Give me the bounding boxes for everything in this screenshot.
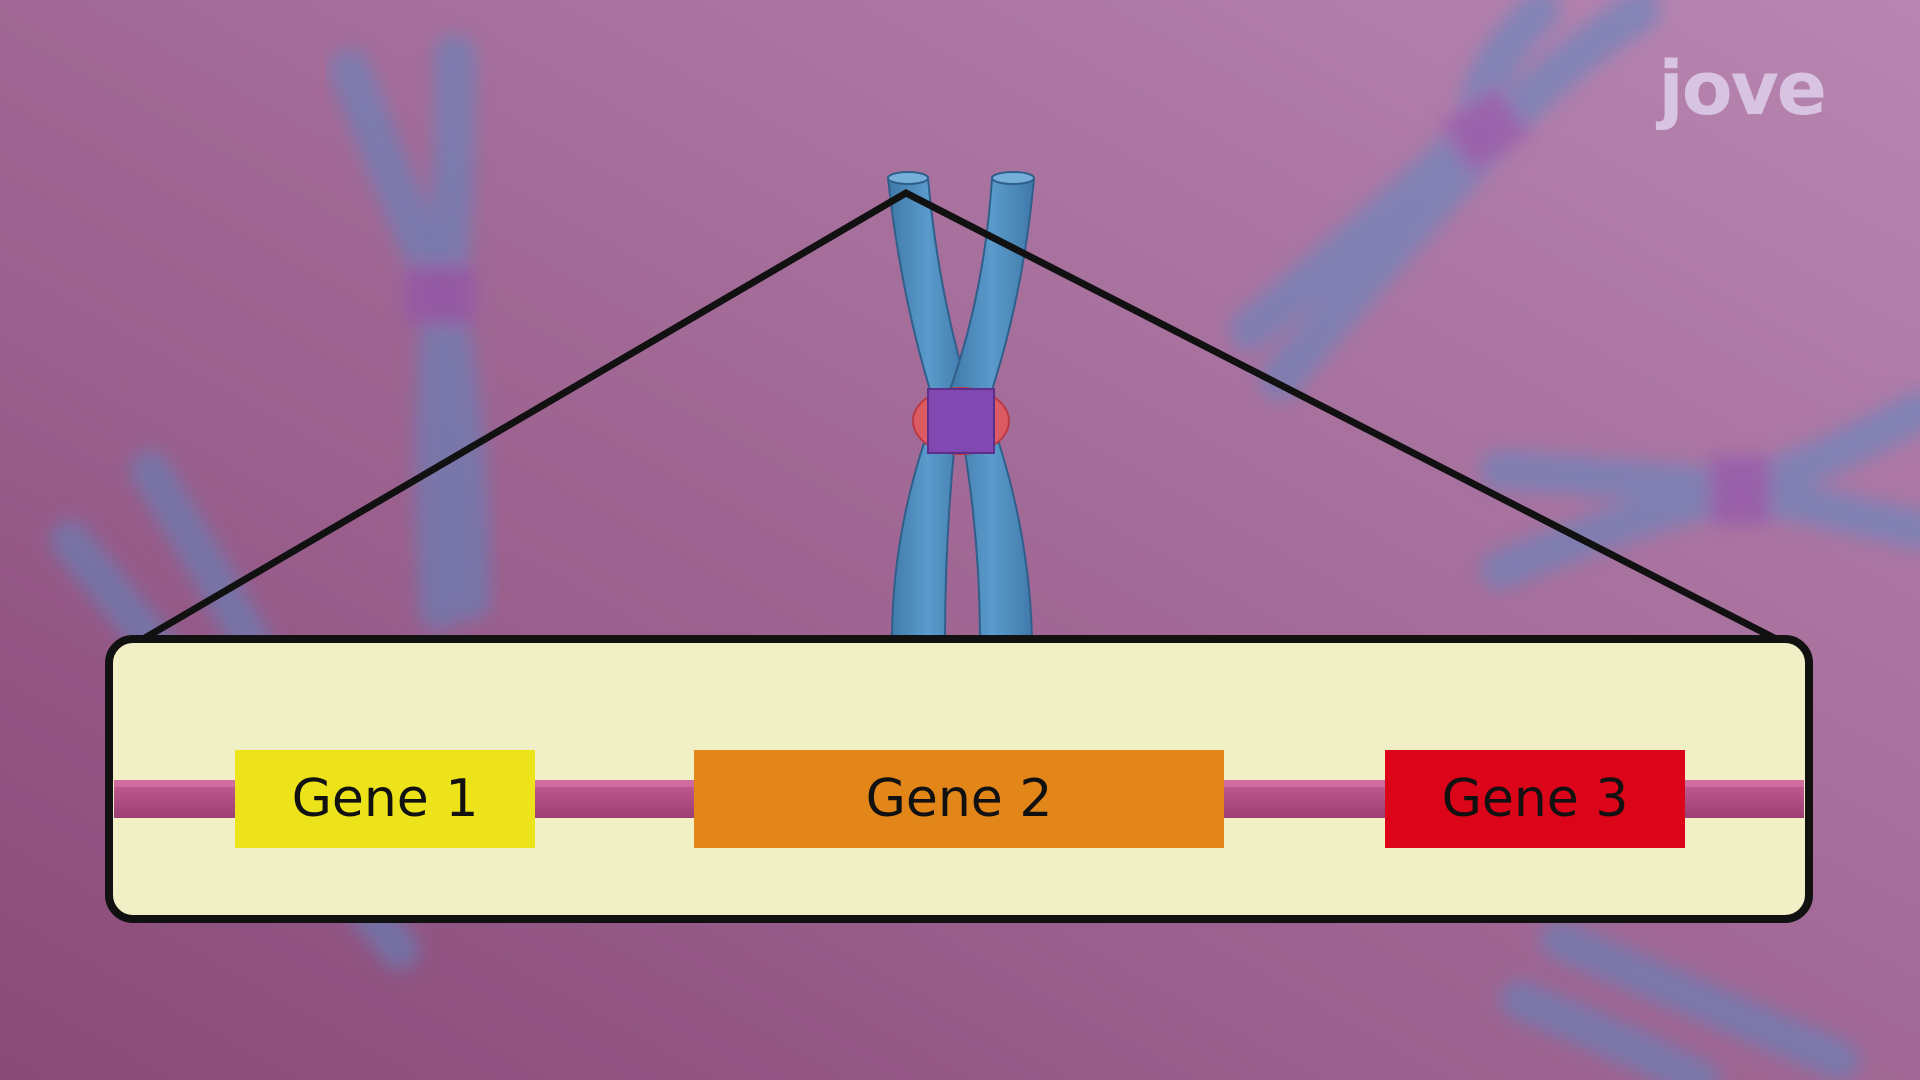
chromatid-left-cap xyxy=(887,171,929,185)
background-chromosome-top-right xyxy=(1229,0,1661,401)
zoom-lines xyxy=(136,189,1784,646)
gene-2-box xyxy=(694,750,1224,848)
background-chromosome-left xyxy=(329,34,491,631)
background-chromosome-bottom-right xyxy=(1500,920,1860,1080)
jove-logo: jove xyxy=(1658,46,1827,132)
chromatid-right-cap xyxy=(991,171,1035,185)
centromere xyxy=(927,388,995,454)
gene-3-box xyxy=(1385,750,1685,848)
gene-1-box xyxy=(235,750,535,848)
chromosome xyxy=(886,171,1036,641)
